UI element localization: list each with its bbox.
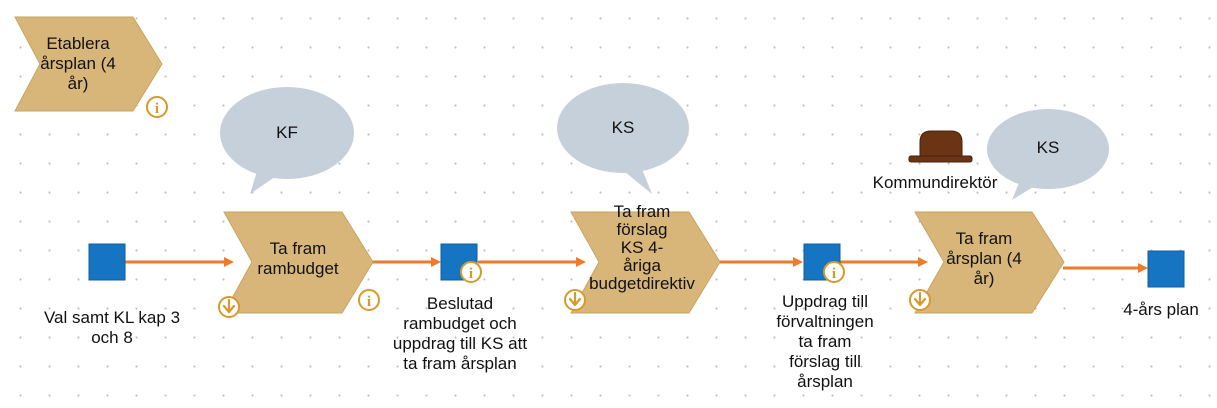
speech-bubble-ks1[interactable]: [557, 83, 689, 194]
down-arrow-icon[interactable]: [218, 296, 240, 318]
process-step-label-forslag: Ta fram förslag KS 4- åriga budgetdirekt…: [589, 202, 695, 293]
event-start[interactable]: [88, 243, 126, 281]
speech-bubble-kf[interactable]: [220, 87, 354, 194]
svg-text:i: i: [367, 294, 371, 310]
process-step-label-etablera: Etablera årsplan (4 år): [40, 34, 116, 93]
event-label-start: Val samt KL kap 3 och 8: [43, 308, 181, 347]
speech-bubble-label-ks1: KS: [611, 118, 635, 137]
info-icon[interactable]: i: [358, 289, 380, 311]
svg-text:i: i: [155, 101, 159, 117]
hat-icon[interactable]: [908, 130, 973, 163]
event-label-beslutad: Beslutad rambudget och uppdrag till KS a…: [392, 294, 528, 373]
info-icon[interactable]: i: [823, 261, 845, 283]
info-icon[interactable]: i: [460, 261, 482, 283]
event-label-end: 4-års plan: [1123, 300, 1199, 319]
event-end[interactable]: [1147, 250, 1185, 288]
event-beslutad[interactable]: i: [440, 243, 482, 283]
speech-bubble-ks2[interactable]: [987, 109, 1109, 200]
down-arrow-icon[interactable]: [564, 289, 586, 311]
process-step-etablera[interactable]: i: [14, 16, 168, 118]
svg-text:i: i: [832, 266, 836, 282]
info-icon[interactable]: i: [146, 96, 168, 118]
speech-bubble-label-ks2: KS: [1036, 138, 1060, 157]
role-label: Kommundirektör: [872, 173, 998, 192]
svg-text:i: i: [469, 266, 473, 282]
process-step-label-rambudget: Ta fram rambudget: [257, 239, 339, 278]
event-label-uppdrag: Uppdrag till förvaltningen ta fram försl…: [776, 292, 874, 391]
process-step-forslag[interactable]: [564, 211, 721, 314]
process-step-label-arsplan: Ta fram årsplan (4 år): [946, 229, 1022, 288]
event-uppdrag[interactable]: i: [803, 243, 845, 283]
process-step-rambudget[interactable]: i: [218, 211, 380, 318]
down-arrow-icon[interactable]: [909, 289, 931, 311]
process-step-arsplan[interactable]: [909, 211, 1065, 314]
speech-bubble-label-kf: KF: [276, 123, 298, 142]
